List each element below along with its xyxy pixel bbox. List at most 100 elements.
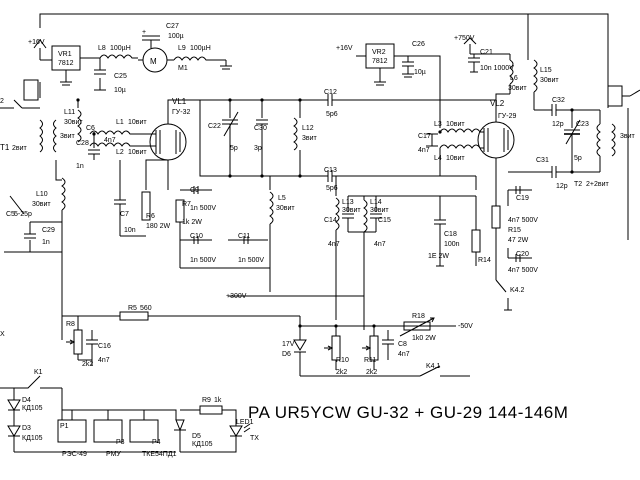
c28-label: C28	[76, 140, 89, 147]
l10-value: 30вит	[32, 201, 51, 208]
c13-value: 5p6	[326, 185, 338, 192]
c25-label: C25	[114, 73, 127, 80]
motor-symbol: M	[150, 57, 157, 66]
r5-value: 560	[140, 305, 152, 312]
c18-label: C18	[444, 231, 457, 238]
r8-label: R8	[66, 321, 75, 328]
r6-value: 180 2W	[146, 223, 171, 230]
led1-label: LED1	[236, 419, 254, 426]
l2-label: L2	[116, 149, 124, 156]
d6-label: D6	[282, 351, 291, 358]
r15-label: R15	[508, 227, 521, 234]
p4-value: ТКЕ54ПД1	[142, 451, 177, 458]
l10-label: L10	[36, 191, 48, 198]
r11-label: R11	[364, 357, 376, 364]
p1-value: РЭС-49	[62, 451, 87, 458]
l6-label: L6	[510, 75, 518, 82]
c16-label: C16	[98, 343, 111, 350]
l1-label: L1	[116, 119, 124, 126]
tube-vl2: VL2 ГУ-29	[477, 99, 516, 188]
diagram-title: PA UR5YCW GU-32 + GU-29 144-146M	[248, 403, 568, 422]
l9-label: L9	[178, 45, 186, 52]
d5-value: КД105	[192, 441, 213, 448]
r7-value: 1k 2W	[182, 219, 202, 226]
p3-value: РМУ	[106, 451, 121, 458]
d5-label: D5	[192, 433, 201, 440]
l8-value: 100µH	[110, 45, 131, 52]
r9-label: R9	[202, 397, 211, 404]
c27-value: 100µ	[168, 33, 184, 40]
l5-label: L5	[278, 195, 286, 202]
fan-motor-section: L8 100µH C25 10µ M M1 C27 100µ + L9 100µ…	[94, 23, 232, 94]
c12-value: 5p6	[326, 111, 338, 118]
r18-label: R18	[412, 313, 425, 320]
l11-turns-label: 3вит	[60, 133, 76, 140]
c23-label: C23	[576, 121, 589, 128]
c8-label: C8	[398, 341, 407, 348]
hv-supply-network: +750V C21 10n 1000V L6 30вит L15 30вит	[454, 14, 559, 110]
interstage-network: C12 5p6 C22 5p C30 3p L12 3вит C13 5p6	[199, 89, 496, 192]
vr1-part: 7812	[58, 60, 74, 67]
l9-value: 100µH	[190, 45, 211, 52]
l4-label: L4	[434, 155, 442, 162]
vl1-type: ГУ-32	[172, 109, 190, 116]
l13-value: 30вит	[342, 207, 361, 214]
c15-label: C15	[378, 217, 391, 224]
p1-label: P1	[60, 423, 69, 430]
t2-value: 2+2вит	[586, 181, 610, 188]
l12-value: 3вит	[302, 135, 318, 142]
m1-label: M1	[178, 65, 188, 72]
d4-label: D4	[22, 397, 31, 404]
input-transformer-t1: T1 2вит 3вит	[0, 119, 76, 153]
cathode-input-network: L10 30вит C5 5-25p C29 1n	[4, 160, 66, 340]
edge-label-x: X	[0, 331, 5, 338]
t1-label: T1	[0, 143, 10, 152]
c28-value: 1n	[76, 163, 84, 170]
c14-value: 4n7	[328, 241, 340, 248]
vr1-label: VR1	[58, 51, 72, 58]
edge-label-2: 2	[0, 98, 4, 105]
bias-network: R5 560 R8 2k2 C16 4n7 17V D6 R18 1k0 2W …	[62, 305, 473, 377]
d4-value: КД105	[22, 405, 43, 412]
c9-label: C9	[190, 187, 199, 194]
regulator-vr2: +16V VR2 7812 C26 10µ	[336, 41, 441, 128]
l5-plate-choke: L5 30вит +300V	[226, 176, 364, 300]
l6-value: 30вит	[508, 85, 527, 92]
c6-label: C6	[86, 125, 95, 132]
c9-value: 1n 500V	[190, 205, 216, 212]
c5-label: C5	[6, 211, 15, 218]
r10-value: 2k2	[336, 369, 347, 376]
c31-label: C31	[536, 157, 549, 164]
c30-value: 3p	[254, 145, 262, 152]
c17-label: C17	[418, 133, 431, 140]
c6-value: 4n7	[104, 137, 116, 144]
vl2-cathode-network: C18 100n 1E 2W R14 C19 4n7 500V R15 47 2…	[428, 176, 538, 311]
c17-value: 4n7	[418, 147, 430, 154]
c26-value: 10µ	[414, 69, 426, 76]
d3-value: КД105	[22, 435, 43, 442]
supply-16v-right: +16V	[336, 45, 353, 52]
d6-value: 17V	[282, 341, 295, 348]
grid-circuit: L11 30вит L1 10вит L2 10вит C6 4n7 C28 1…	[64, 98, 156, 170]
c22-label: C22	[208, 123, 221, 130]
r6-label: R6	[146, 213, 155, 220]
p3-label: P3	[116, 439, 125, 446]
vl2-grid-chokes: L13 30вит L14 30вит C14 4n7 C15 4n7	[324, 176, 476, 330]
c7-value: 10n	[124, 227, 136, 234]
l4-value: 10вит	[446, 155, 465, 162]
vl1-label: VL1	[172, 97, 187, 106]
supply-16v-left: +16V	[28, 39, 45, 46]
control-section: X K1 D4 КД105 D3 КД105 P1 РЭС-49 P3 РМУ …	[0, 331, 259, 458]
c22-value: 5p	[230, 145, 238, 152]
l3-label: L3	[434, 121, 442, 128]
r7-label: R7	[182, 201, 191, 208]
l14-value: 30вит	[370, 207, 389, 214]
c18-value: 100n	[444, 241, 460, 248]
c25-value: 10µ	[114, 87, 126, 94]
supply-750v: +750V	[454, 35, 475, 42]
c21-value: 10n 1000V	[480, 65, 514, 72]
c10-value: 1n 500V	[190, 257, 216, 264]
t2-label: T2	[574, 181, 582, 188]
input-relay-contact: 2	[0, 79, 40, 109]
